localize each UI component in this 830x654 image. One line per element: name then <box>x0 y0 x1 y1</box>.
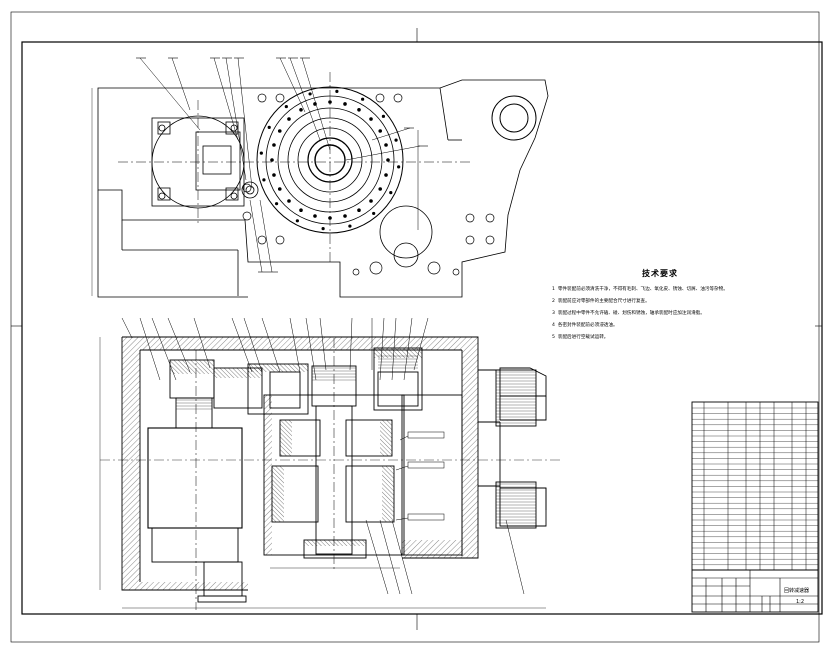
tech-note-2: 2 装配前应对零部件的主要配合尺寸进行复查。 <box>552 299 650 304</box>
inner-frame <box>21 41 823 615</box>
bolt-hole <box>299 208 303 213</box>
bolt-hole <box>272 143 276 147</box>
bolt-hole <box>328 216 332 220</box>
drawing-scale: 1:2 <box>796 599 805 605</box>
outer-bolt-hole <box>274 202 279 206</box>
title-block <box>692 569 818 612</box>
bolt-hole <box>287 199 291 203</box>
bolt-hole <box>384 143 388 147</box>
bolt-hole <box>287 117 291 121</box>
outer-bolt-hole <box>381 114 386 118</box>
bolt-hole <box>384 173 388 177</box>
tech-note-5: 5 装配后进行空载试运转。 <box>552 335 609 340</box>
outer-bolt-hole <box>397 165 401 169</box>
outer-bolt-hole <box>372 211 376 216</box>
bolt-hole <box>357 208 361 213</box>
bolt-hole <box>343 102 347 106</box>
outer-frame <box>10 11 820 643</box>
bolt-hole <box>277 187 282 191</box>
technical-requirements-title: 技术要求 <box>642 269 678 278</box>
outer-bolt-hole <box>308 92 312 96</box>
outer-bolt-hole <box>295 219 299 223</box>
outer-bolt-hole <box>267 125 271 129</box>
section-view <box>99 317 560 610</box>
bolt-hole <box>386 158 390 162</box>
outer-bolt-hole <box>284 104 288 109</box>
tech-note-1: 1 零件装配前必须清洗干净，不得有毛刺、飞边、氧化皮、锈蚀、切屑、油污等杂物。 <box>552 287 728 292</box>
drawing-name: 回转减速器 <box>784 588 810 594</box>
outer-bolt-hole <box>262 178 266 182</box>
section-callouts <box>395 431 445 521</box>
top-view <box>91 57 549 298</box>
outer-bolt-hole <box>348 224 352 228</box>
bom-table <box>691 401 819 613</box>
top-view-fixing-bolts <box>242 93 495 276</box>
bolt-hole <box>357 107 361 112</box>
bolt-hole <box>328 100 332 104</box>
bolt-hole <box>369 117 373 121</box>
bolt-hole <box>343 214 347 218</box>
bolt-hole <box>369 199 373 203</box>
bolt-hole <box>378 187 383 191</box>
bolt-hole <box>378 129 383 133</box>
bolt-hole-pattern <box>259 89 401 231</box>
bolt-hole <box>277 129 282 133</box>
outer-bolt-hole <box>335 89 339 93</box>
gear-teeth <box>176 355 536 524</box>
outer-bolt-hole <box>321 227 325 231</box>
bolt-hole <box>313 102 317 106</box>
bolt-hole <box>313 214 317 218</box>
bolt-hole <box>270 158 274 162</box>
outer-bolt-hole <box>394 138 398 142</box>
bolt-hole <box>299 107 303 112</box>
tech-note-4: 4 各密封件装配前必须浸透油。 <box>552 323 618 328</box>
outer-bolt-hole <box>259 151 263 155</box>
outer-bolt-hole <box>361 97 365 101</box>
outer-bolt-hole <box>389 191 393 195</box>
top-view-balloons <box>136 57 428 273</box>
bom-rows <box>692 407 818 565</box>
bolt-hole <box>272 173 276 177</box>
section-hatching <box>122 337 478 590</box>
tech-note-3: 3 装配过程中零件不允许磕、碰、划伤和锈蚀，轴承装配时应加注润滑脂。 <box>552 311 705 316</box>
